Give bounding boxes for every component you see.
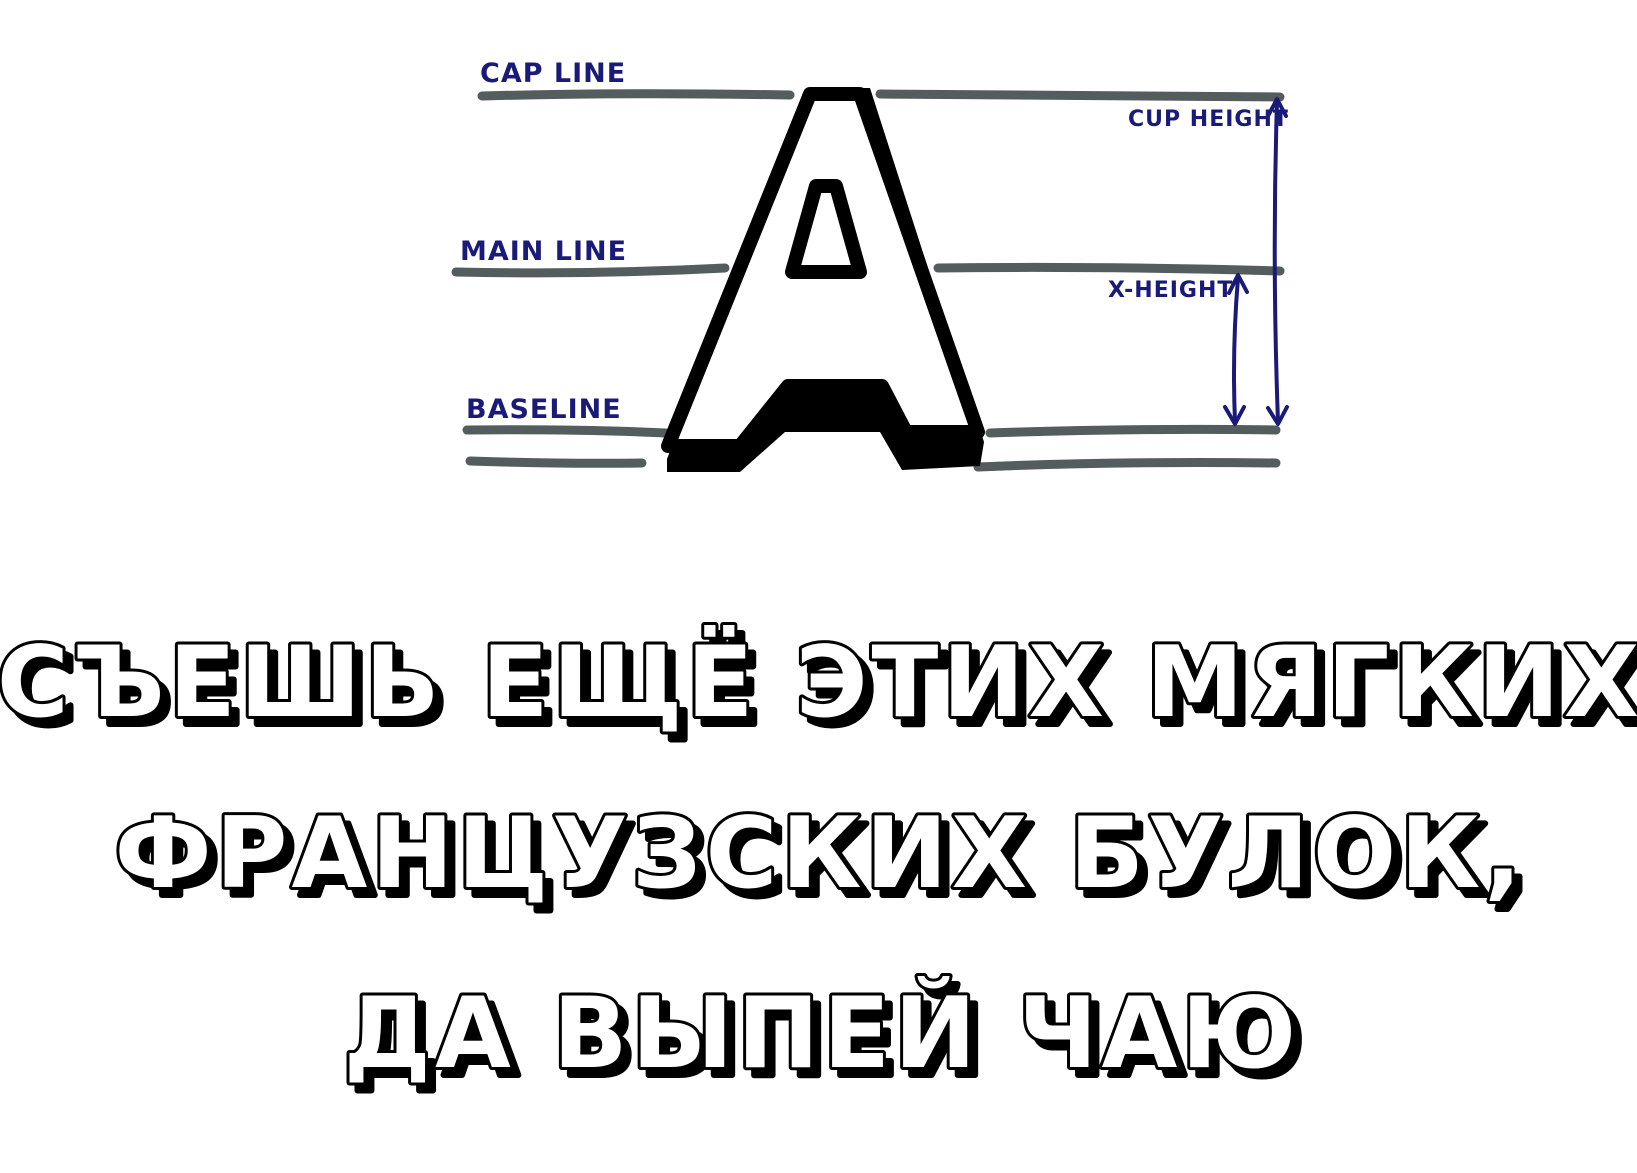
pangram-line-1: СЪЕШЬ ЕЩЁ ЭТИХ МЯГКИХ xyxy=(0,625,1637,740)
baseline-right xyxy=(985,424,1281,438)
cap-height-label: CUP HEIGHT xyxy=(1128,107,1289,132)
letter-a-outline xyxy=(661,87,985,453)
cap-height-arrow xyxy=(1266,97,1289,426)
baseline-label: BASELINE xyxy=(466,394,622,425)
pangram: СЪЕШЬ ЕЩЁ ЭТИХ МЯГКИХ СЪЕШЬ ЕЩЁ ЭТИХ МЯГ… xyxy=(0,622,1637,1102)
pangram-line-3: ДА ВЫПЕЙ ЧАЮ xyxy=(344,976,1301,1091)
cap-line-left xyxy=(477,89,795,101)
cap-line-right xyxy=(875,89,1285,102)
main-line-left xyxy=(451,263,730,278)
main-line-label: MAIN LINE xyxy=(460,236,627,267)
descender-line-left xyxy=(465,456,647,468)
pangram-line-1-shadow: СЪЕШЬ ЕЩЁ ЭТИХ МЯГКИХ xyxy=(5,633,1637,748)
x-height-label: X-HEIGHT xyxy=(1108,278,1233,303)
x-height-arrow xyxy=(1223,273,1249,426)
guide-lines xyxy=(451,89,1285,472)
descender-line-right xyxy=(973,458,1281,472)
cap-line-label: CAP LINE xyxy=(480,58,626,89)
baseline-left xyxy=(462,425,671,438)
main-line-right xyxy=(933,262,1285,276)
pangram-line-3-shadow: ДА ВЫПЕЙ ЧАЮ xyxy=(352,984,1309,1099)
pangram-line-2-shadow: ФРАНЦУЗСКИХ БУЛОК, xyxy=(123,805,1534,919)
pangram-line-2: ФРАНЦУЗСКИХ БУЛОК, xyxy=(115,797,1526,911)
letter-a-illustration: A xyxy=(661,87,985,472)
